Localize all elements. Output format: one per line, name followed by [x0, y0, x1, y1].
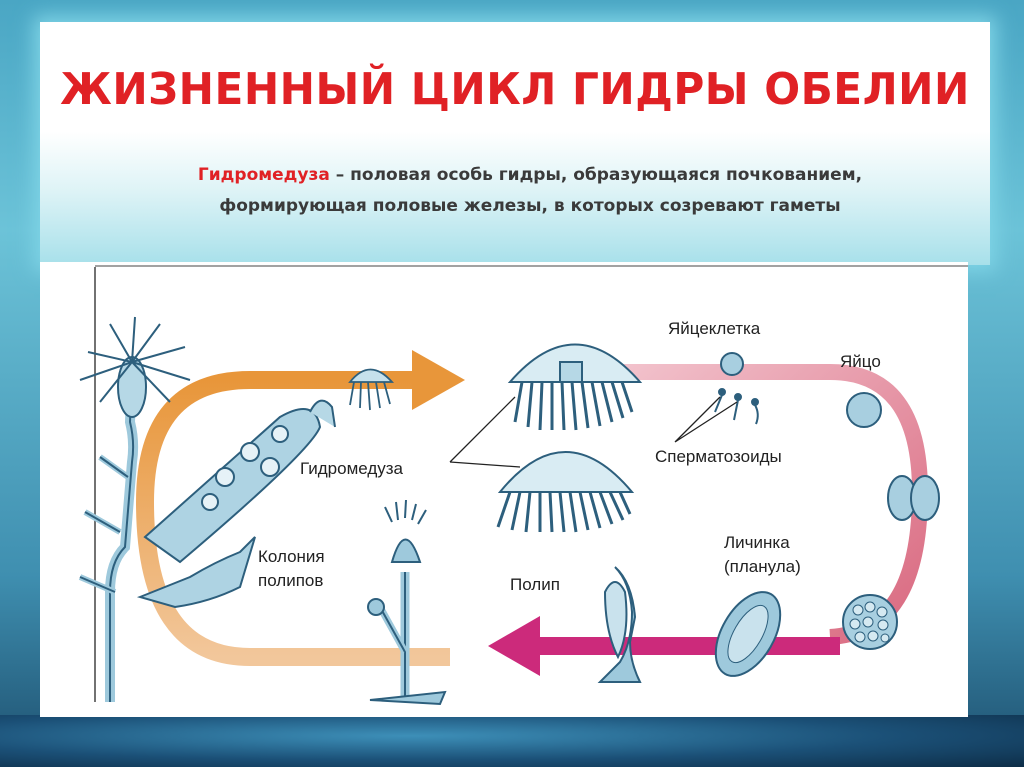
- hydromedusa-pointer: [449, 396, 521, 468]
- diagram-panel: Яйцеклетка Яйцо Гидромедуза Сперматозоид…: [40, 262, 968, 717]
- label-sperm: Сперматозоиды: [655, 447, 782, 466]
- hydromedusa-illustration-1: [507, 343, 643, 431]
- cleavage-illustration: [887, 475, 940, 521]
- label-larva-line-1: Личинка: [724, 533, 790, 552]
- egg-illustration: [846, 392, 882, 428]
- egg-cell-illustration: [720, 352, 744, 376]
- subtitle-line-1-rest: – половая особь гидры, образующаяся почк…: [329, 165, 863, 185]
- small-medusa-illustration: [348, 368, 394, 411]
- morula-illustration: [842, 594, 898, 650]
- orange-cycle-arrow: [135, 371, 450, 666]
- slide-background-bottom: [0, 715, 1024, 767]
- planula-larva-illustration: [714, 591, 782, 677]
- life-cycle-diagram: Яйцеклетка Яйцо Гидромедуза Сперматозоид…: [78, 265, 968, 706]
- young-polyp-illustration: [597, 566, 642, 683]
- polyp-colony-illustration: [78, 316, 336, 702]
- sperm-pointer: [674, 396, 738, 443]
- hydromedusa-illustration-2: [496, 451, 635, 533]
- sperm-illustration: [714, 388, 759, 425]
- subtitle-line-1: Гидромедуза – половая особь гидры, образ…: [100, 160, 960, 191]
- label-hydromedusa: Гидромедуза: [300, 459, 404, 478]
- label-larva-line-2: (планула): [724, 557, 801, 576]
- subtitle-term: Гидромедуза: [197, 165, 330, 185]
- label-colony-line-2: полипов: [258, 571, 323, 590]
- slide-title: ЖИЗНЕННЫЙ ЦИКЛ ГИДРЫ ОБЕЛИИ: [60, 64, 970, 115]
- label-colony-line-1: Колония: [258, 547, 325, 566]
- label-egg-cell: Яйцеклетка: [668, 319, 761, 338]
- subtitle-line-2: формирующая половые железы, в которых со…: [219, 196, 841, 216]
- label-polyp: Полип: [510, 575, 560, 594]
- header-panel: [40, 22, 990, 265]
- label-egg: Яйцо: [840, 352, 881, 371]
- new-colony-polyp-illustration: [367, 499, 447, 706]
- magenta-arrowhead: [488, 616, 540, 676]
- orange-arrowhead: [412, 350, 465, 410]
- slide-subtitle: Гидромедуза – половая особь гидры, образ…: [100, 160, 960, 222]
